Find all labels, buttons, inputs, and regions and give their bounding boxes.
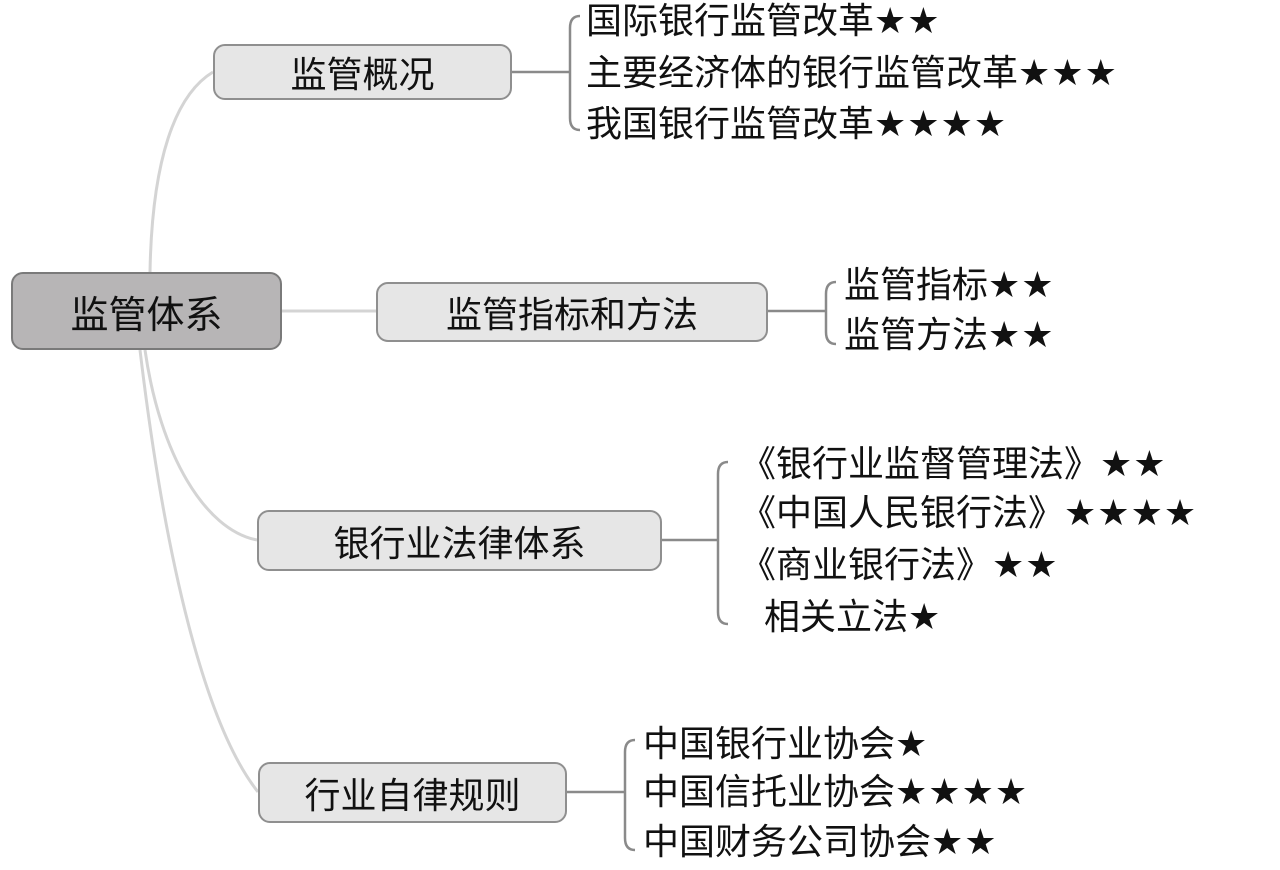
leaf-item: 主要经济体的银行监管改革★★★ [586, 54, 1118, 94]
star-rating: ★★ [992, 545, 1059, 586]
leaf-item: 《中国人民银行法》★★★★ [740, 494, 1197, 534]
star-rating: ★★★★ [874, 104, 1008, 145]
star-rating: ★★ [1100, 444, 1167, 485]
leaf-text: 《银行业监督管理法》 [740, 444, 1101, 485]
star-rating: ★★★★ [1064, 493, 1198, 534]
star-rating: ★ [908, 597, 942, 638]
root-label: 监管体系 [70, 292, 223, 337]
branch-3-bracket [716, 460, 729, 626]
leaf-item: 中国银行业协会★ [643, 725, 928, 765]
branch-node-self-regulation: 行业自律规则 [258, 762, 567, 823]
star-rating: ★★★ [1018, 53, 1118, 94]
branch-node-indicators-methods: 监管指标和方法 [376, 282, 768, 342]
branch-label: 监管概况 [290, 55, 435, 96]
leaf-item: 《商业银行法》★★ [740, 546, 1059, 586]
branch-4-bracket [623, 738, 636, 852]
branch-label: 行业自律规则 [304, 775, 521, 817]
leaf-text: 监管指标 [844, 265, 989, 306]
branch-2-bracket [824, 280, 837, 346]
leaf-text: 中国银行业协会 [643, 724, 896, 765]
star-rating: ★ [895, 724, 929, 765]
branch-1-bracket [568, 14, 581, 132]
leaf-text: 监管方法 [844, 315, 989, 356]
root-to-branch-4-line [138, 349, 260, 793]
branch-label: 银行业法律体系 [333, 523, 586, 565]
leaf-text: 《中国人民银行法》 [740, 493, 1065, 534]
leaf-text: 主要经济体的银行监管改革 [586, 53, 1019, 94]
star-rating: ★★ [988, 265, 1055, 306]
leaf-text: 国际银行监管改革 [586, 1, 875, 42]
leaf-text: 中国信托业协会 [643, 772, 896, 813]
root-to-branch-3-line [143, 349, 258, 542]
branch-node-legal-system: 银行业法律体系 [257, 510, 662, 571]
leaf-item: 监管方法★★ [844, 316, 1055, 356]
leaf-text: 《商业银行法》 [740, 545, 993, 586]
star-rating: ★★ [931, 822, 998, 863]
star-rating: ★★ [874, 1, 941, 42]
branch-label: 监管指标和方法 [445, 295, 698, 336]
leaf-item: 我国银行监管改革★★★★ [586, 105, 1007, 145]
leaf-item: 中国信托业协会★★★★ [643, 773, 1028, 813]
leaf-item: 相关立法★ [764, 598, 941, 638]
leaf-item: 监管指标★★ [844, 266, 1055, 306]
leaf-item: 《银行业监督管理法》★★ [740, 445, 1167, 485]
leaf-text: 中国财务公司协会 [643, 822, 932, 863]
branch-node-supervision-overview: 监管概况 [213, 44, 512, 100]
leaf-text: 我国银行监管改革 [586, 104, 875, 145]
leaf-text: 相关立法 [764, 597, 909, 638]
leaf-item: 中国财务公司协会★★ [643, 823, 998, 863]
star-rating: ★★★★ [895, 772, 1029, 813]
root-node: 监管体系 [11, 272, 282, 350]
leaf-item: 国际银行监管改革★★ [586, 2, 941, 42]
root-to-branch-1-line [148, 70, 214, 273]
star-rating: ★★ [988, 315, 1055, 356]
